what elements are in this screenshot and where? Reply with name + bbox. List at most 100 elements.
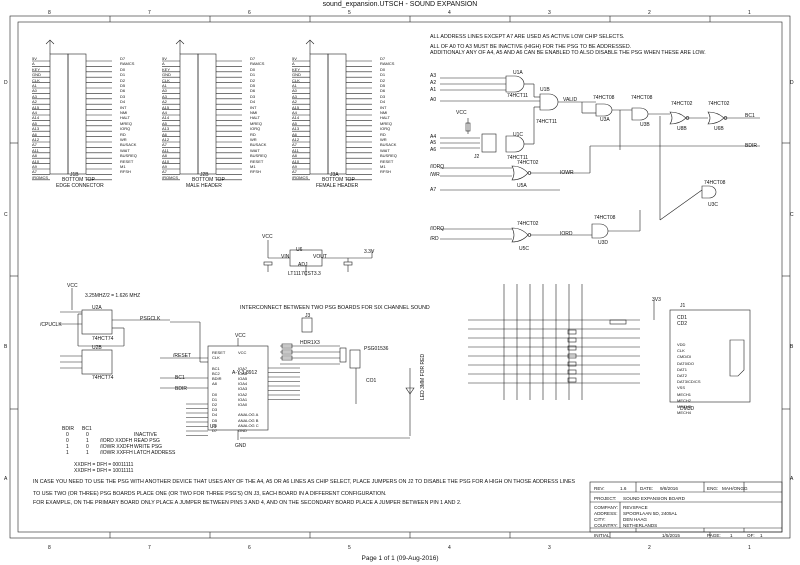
connector-pin-right: MREQ (250, 120, 262, 126)
psg-pin-right: IOA7 (238, 365, 248, 371)
net-wr: /WR (430, 172, 440, 178)
connector-pin-left: A13 (32, 126, 40, 132)
psg-pin-right: IOA2 (238, 391, 248, 397)
connector-pin-right: INT (380, 104, 387, 110)
ff-u2a: U2A (92, 305, 102, 311)
connector-pin-left: CLK (292, 77, 300, 83)
sheet-inner-frame (17, 21, 783, 533)
jumper-j3-part: HDR1X3 (300, 340, 320, 346)
gate-u3a: U3A (600, 117, 610, 123)
connector-pin-left: A11 (292, 147, 299, 153)
connector-pin-right: M1 (120, 164, 126, 169)
series-resistor (567, 329, 577, 335)
border-col-label: 6 (248, 10, 251, 16)
border-col-label: 2 (648, 545, 651, 551)
connector-pin-left: A5 (292, 120, 297, 126)
truth-bdir: BDIR (62, 426, 74, 432)
border-col-label: 1 (748, 10, 751, 16)
border-col-label: 5 (348, 10, 351, 16)
connector-pin-left: A9 (162, 164, 167, 169)
series-resistor (567, 353, 577, 359)
border-col-label: 3 (548, 10, 551, 16)
psg-pin-right: IOA1 (238, 396, 248, 402)
connector-pin-left: A7 (162, 169, 167, 175)
connector-body (327, 53, 347, 175)
net-psg-bdir: BDIR (175, 386, 187, 392)
reg-part: LT1117CST3.3 (288, 271, 321, 277)
psg-pin-right: GND (238, 428, 247, 433)
connector-pin-left: A8 (32, 153, 37, 159)
connector-pin-right: BUSREQ (120, 153, 137, 159)
net-a3: A3 (430, 73, 437, 79)
ff-vcc: VCC (67, 283, 78, 289)
connector-pin-left: A14 (32, 115, 40, 121)
connector-pin-right: D0 (380, 66, 386, 72)
sd-pin-label: MECH3 (677, 404, 692, 409)
jumper-j2-body (481, 133, 497, 153)
sd-part: DM3D (680, 406, 695, 412)
connector-pin-right: RESET (380, 158, 394, 164)
gate-u8b-part: 74HCT02 (671, 101, 693, 107)
connector-pin-right: WR (120, 137, 127, 142)
connector-ref: J3A (330, 172, 339, 178)
connector-pin-right: IORQ (380, 126, 391, 132)
gate-u1b-part: 74HCT11 (536, 119, 558, 125)
connector-orientation: BOTTOM TOP (192, 177, 225, 183)
connector-pin-right: RD (120, 131, 126, 137)
connector-pin-right: D3 (120, 93, 126, 99)
connector-pin-left: A3 (292, 93, 297, 99)
vcc-j2: VCC (456, 110, 467, 116)
sd-cd1: CD1 (677, 315, 688, 321)
note-interconnect: INTERCONNECT BETWEEN TWO PSG BOARDS FOR … (240, 305, 430, 311)
connector-body (67, 53, 87, 175)
border-col-label: 1 (748, 545, 751, 551)
cap-c1 (263, 261, 273, 266)
series-resistor (567, 345, 577, 351)
connector-pin-left: A1 (32, 83, 37, 88)
tb-of: 1 (760, 533, 763, 538)
psg-pin-right: IOA0 (238, 402, 248, 407)
net-a6: A6 (430, 147, 437, 153)
note-jumper-j2: IN CASE YOU NEED TO USE THE PSG WITH ANO… (33, 479, 576, 485)
connector-pin-left: A8 (162, 153, 167, 159)
res-r10 (609, 319, 627, 325)
connector-pin-left: A13 (162, 126, 170, 132)
gate-nor-u5a (511, 165, 529, 181)
connector-pin-left: A2 (32, 99, 37, 105)
connector-pin-right: WR (250, 137, 257, 142)
sd-pin-label: MECH2 (677, 397, 692, 403)
psg-pin-right: ANALOG B (238, 417, 259, 423)
connector-pin-right: D6 (250, 88, 256, 94)
connector-pin-left: GND (32, 72, 41, 78)
border-col-label: 3 (548, 545, 551, 551)
gate-u5c-part: 74HCT02 (517, 221, 539, 227)
psg-pin-right: ANALOG A (238, 412, 259, 418)
psg-pin-right: IOA6 (238, 370, 248, 376)
sd-pin-label: MECH4 (677, 410, 692, 416)
reg-3v3: 3.3V (364, 249, 375, 255)
connector-pin-right: D7 (380, 56, 386, 61)
connector-pin-left: A7 (292, 169, 297, 175)
sheet-title: sound_expansion.UTSCH - SOUND EXPANSION (322, 1, 478, 8)
truth-cell: LATCH ADDRESS (134, 450, 176, 456)
connector-pin-left: GND (292, 72, 301, 78)
net-a5: A5 (430, 140, 437, 146)
connector-pin-left: KEY (292, 66, 301, 72)
connector-pin-right: M1 (380, 164, 386, 169)
connector-pin-left: A11 (162, 147, 169, 153)
vcc-arrow (175, 39, 185, 45)
connector-body (309, 53, 329, 175)
connector-pin-left: A2 (292, 99, 297, 105)
connector-pin-right: WAIT (120, 147, 130, 153)
border-row-label: D (790, 80, 794, 86)
net-a1: A1 (430, 87, 437, 93)
connector-pin-right: RAMCS (250, 61, 265, 67)
connector-pin-left: A3 (162, 93, 167, 99)
connector-pin-right: BUSACK (250, 142, 267, 148)
border-col-label: 2 (648, 10, 651, 16)
tb-page: 1 (730, 533, 733, 538)
series-resistor (567, 337, 577, 343)
connector-pin-right: NMI (120, 110, 128, 115)
border-col-label: 8 (48, 10, 51, 16)
connector-pin-right: D1 (250, 72, 256, 78)
